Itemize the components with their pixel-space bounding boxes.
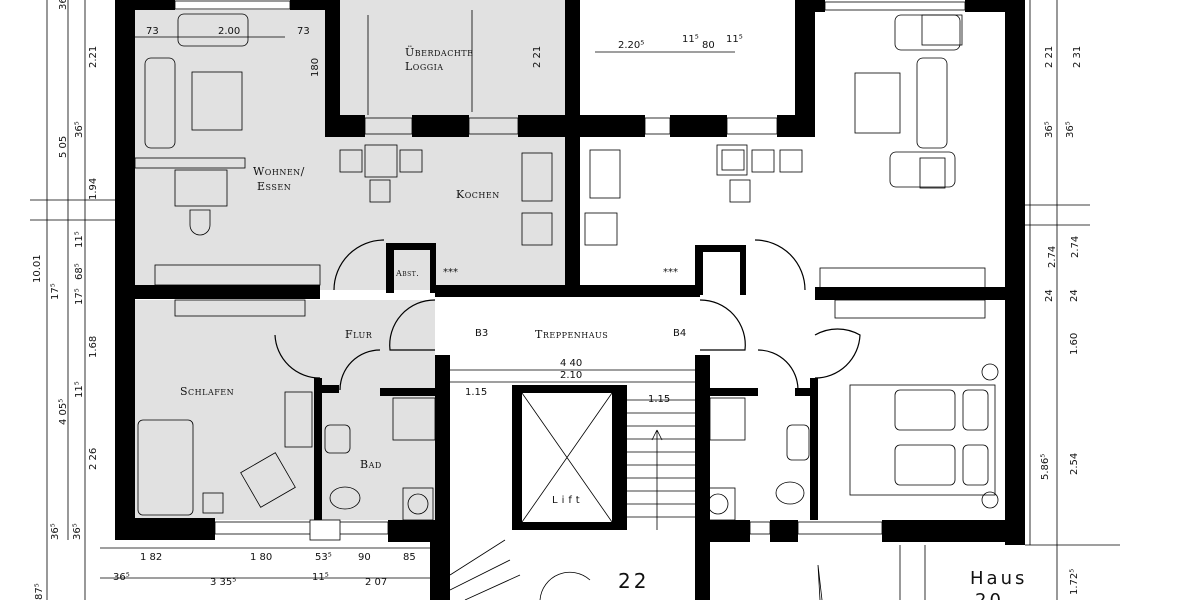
dim-label: 73 (146, 26, 159, 37)
doors (274, 239, 861, 391)
dim-label: 80 (702, 40, 715, 51)
double-bed (849, 384, 996, 496)
room-label-kochen: Kochen (456, 188, 500, 201)
windows (174, 0, 966, 541)
storage-symbol: *** (663, 267, 678, 278)
shower (392, 397, 436, 441)
dim-label: 2 31 (1072, 46, 1083, 68)
dim-label: 2.21 (88, 46, 99, 68)
dim-label: 36⁵ (74, 121, 85, 138)
dim-label: 1 82 (140, 552, 162, 563)
room-label-loggia: Loggia (405, 60, 444, 73)
dim-label: 1.60 (1069, 333, 1080, 355)
house-number: 22 (618, 569, 649, 593)
loggia-fill (340, 0, 565, 115)
dim-label: 10.01 (32, 254, 43, 283)
storage-symbol: *** (443, 267, 458, 278)
room-label-wohnen: Wohnen/ (253, 165, 305, 178)
dim-label: 2.00 (218, 26, 240, 37)
dim-label: 36⁵ (1044, 121, 1055, 138)
sink (521, 152, 553, 202)
dim-label: 5 05 (58, 136, 69, 158)
haus-number: 20 (975, 590, 1004, 600)
dim-label: 53⁵ (315, 552, 332, 563)
dimension-lines (30, 0, 1090, 600)
sofa (177, 13, 249, 47)
dim-label: 85 (403, 552, 416, 563)
dining-table (364, 144, 398, 178)
room-label-essen: Essen (257, 180, 291, 193)
room-label-schlafen: Schlafen (180, 385, 234, 398)
dim-label: 17⁵ (74, 288, 85, 305)
dim-label: 36 (58, 0, 69, 10)
dim-label: 11⁵ (312, 572, 329, 583)
room-label-bad: Bad (360, 458, 382, 471)
stove (521, 212, 553, 246)
wardrobe (154, 264, 321, 286)
coffee-table (191, 71, 243, 131)
dim-label: 1.68 (88, 336, 99, 358)
dim-label: 1.15 (465, 387, 487, 398)
shelf (134, 157, 246, 169)
dim-label: 11⁵ (74, 231, 85, 248)
dim-label: 1.15 (648, 394, 670, 405)
dim-label: 1.72⁵ (1069, 569, 1080, 595)
dim-label: 2 21 (1044, 46, 1055, 68)
room-label-treppenhaus: Treppenhaus (535, 328, 608, 341)
dim-label: 2 21 (532, 46, 543, 68)
dim-label: 73 (297, 26, 310, 37)
room-labels: Überdachte Loggia Wohnen/ Essen Kochen A… (180, 45, 1027, 600)
dim-label: 2.54 (1069, 453, 1080, 475)
washbasin (324, 424, 351, 454)
haus-label: Haus (970, 568, 1027, 589)
dim-label: 36⁵ (113, 572, 130, 583)
dim-label: 5.86⁵ (1040, 454, 1051, 480)
dim-label: 24 (1069, 289, 1080, 302)
dim-label: 3 35⁵ (210, 577, 236, 588)
dim-label: 2.74 (1070, 236, 1081, 258)
dim-label: 180 (310, 58, 321, 77)
room-label-abst: Abst. (395, 269, 419, 278)
lift-label: Lift (552, 495, 584, 506)
dim-label: 2 07 (365, 577, 387, 588)
dim-label: 11⁵ (682, 34, 699, 45)
room-label-b4: B4 (673, 328, 686, 339)
dim-label: 1 80 (250, 552, 272, 563)
bed (137, 419, 194, 516)
dim-label: 11⁵ (726, 34, 743, 45)
dim-label: 36⁵ (72, 523, 83, 540)
dim-label: 4 05⁵ (58, 399, 69, 425)
chair (189, 209, 211, 236)
dim-label: 87⁵ (34, 583, 45, 600)
dim-label: 17⁵ (50, 283, 61, 300)
sofa (144, 57, 176, 149)
dim-label: 11⁵ (74, 381, 85, 398)
dim-label: 24 (1044, 289, 1055, 302)
dim-label: 2.74 (1047, 246, 1058, 268)
dim-label: 1.94 (88, 178, 99, 200)
dim-label: 2.20⁵ (618, 40, 644, 51)
dim-label: 68⁵ (74, 263, 85, 280)
dim-label: 90 (358, 552, 371, 563)
room-label-flur: Flur (345, 328, 373, 341)
dim-label: 36⁵ (50, 523, 61, 540)
desk (174, 169, 228, 207)
armchair (240, 452, 296, 508)
dim-label: 2.10 (560, 370, 582, 381)
wardrobe (174, 299, 306, 317)
toilet (329, 486, 361, 510)
dim-label: 36⁵ (1065, 121, 1076, 138)
room-label-b3: B3 (475, 328, 488, 339)
dim-label: 4 40 (560, 358, 582, 369)
furniture (134, 13, 1120, 600)
stairs (449, 399, 695, 600)
dim-label: 2 26 (88, 448, 99, 470)
room-label-loggia: Überdachte (405, 45, 473, 59)
dimension-labels: 73 2.00 73 180 2 21 2.20⁵ 11⁵ 80 11⁵ 2 2… (32, 0, 1083, 600)
